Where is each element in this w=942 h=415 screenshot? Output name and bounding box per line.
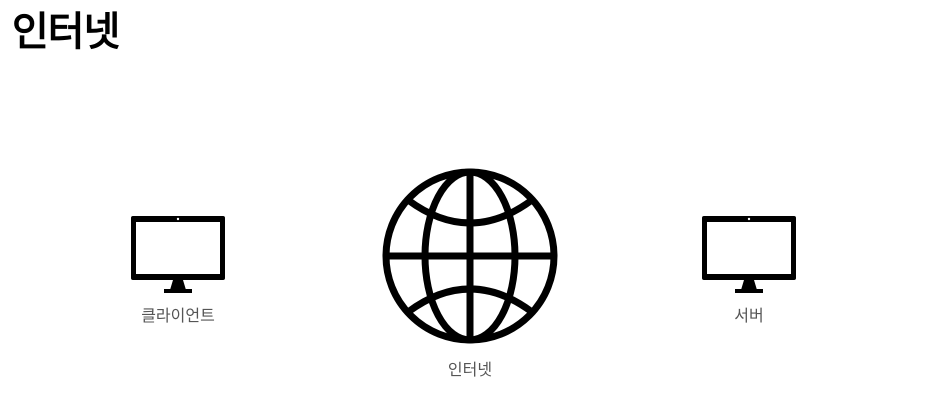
internet-node: 인터넷 <box>380 166 560 380</box>
client-label: 클라이언트 <box>141 306 215 325</box>
globe-icon <box>380 166 560 346</box>
monitor-icon <box>128 214 228 296</box>
internet-label: 인터넷 <box>447 360 493 379</box>
monitor-icon <box>699 214 799 296</box>
server-node: 서버 <box>699 214 799 326</box>
client-node: 클라이언트 <box>128 214 228 326</box>
server-label: 서버 <box>734 306 764 325</box>
page-title: 인터넷 <box>12 9 120 55</box>
